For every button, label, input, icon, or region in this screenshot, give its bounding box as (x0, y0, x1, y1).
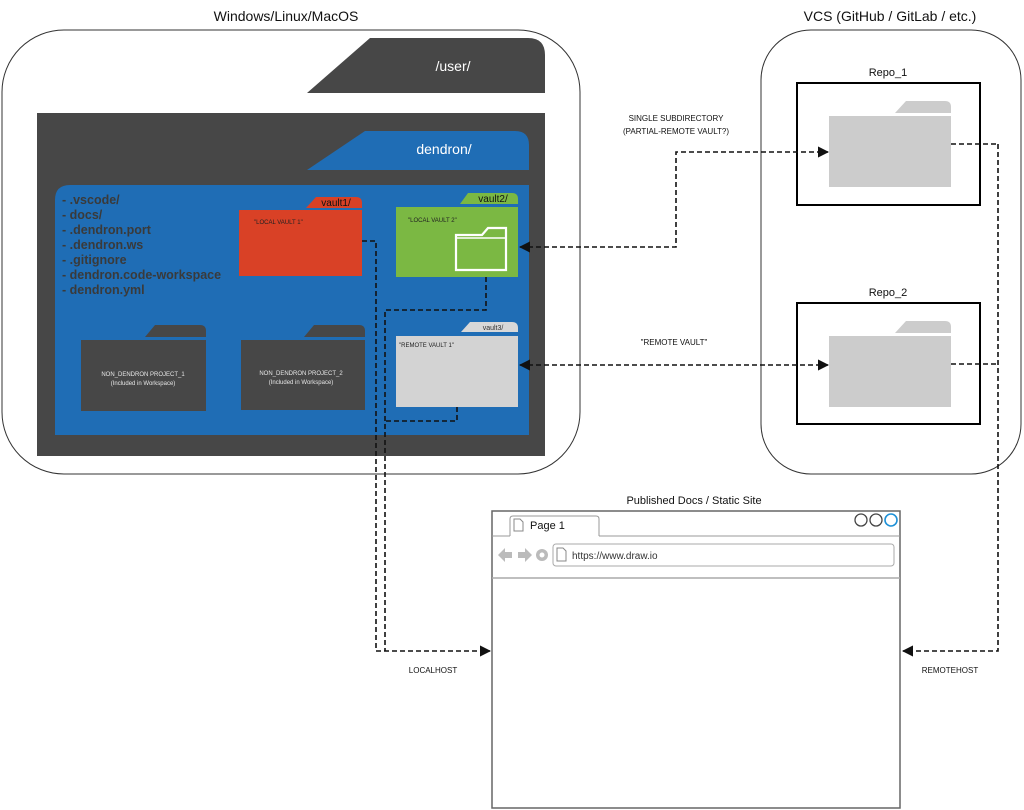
vault3-tab (461, 322, 518, 332)
file-item: - .gitignore (62, 253, 127, 267)
vault1-tab (306, 197, 362, 208)
vault3-body (396, 336, 518, 407)
vault1-tab-label: vault1/ (321, 198, 351, 209)
remote-vault-label: "REMOTE VAULT" (641, 338, 708, 347)
back-arrow-icon[interactable] (498, 548, 512, 562)
vault2-label: "LOCAL VAULT 2" (408, 218, 457, 224)
vault3-local-connector (385, 407, 458, 422)
remotehost-connector (901, 144, 999, 657)
repo2-folder-icon (829, 321, 951, 407)
vault2-folder: vault2/ "LOCAL VAULT 2" (396, 193, 518, 277)
file-item: - .dendron.ws (62, 238, 143, 252)
repo1-folder-icon (829, 101, 951, 187)
file-item: - dendron.yml (62, 283, 145, 297)
partial-remote-label: (PARTIAL-REMOTE VAULT?) (623, 127, 729, 136)
user-folder-tab (307, 38, 545, 93)
vault3-folder: vault3/ "REMOTE VAULT 1" (396, 322, 518, 407)
page-icon (513, 518, 524, 532)
window-control-icon[interactable] (884, 513, 898, 527)
vault2-tab-label: vault2/ (478, 194, 508, 205)
url-text: https://www.draw.io (572, 551, 658, 562)
vault2-local-connector (384, 277, 487, 651)
window-control-icon[interactable] (869, 513, 883, 527)
file-item: - dendron.code-workspace (62, 268, 221, 282)
vcs-container: VCS (GitHub / GitLab / etc.) Repo_1 Repo… (760, 8, 1022, 475)
vault3-tab-label: vault3/ (483, 325, 504, 332)
url-bar[interactable] (552, 543, 895, 567)
page-icon (556, 547, 567, 562)
repo2-title: Repo_2 (869, 287, 908, 299)
forward-arrow-icon[interactable] (518, 548, 532, 562)
browser-tab[interactable] (509, 515, 600, 536)
tab-label: Page 1 (530, 520, 565, 532)
single-subdirectory-label: SINGLE SUBDIRECTORY (629, 114, 725, 123)
vault3-label: "REMOTE VAULT 1" (399, 343, 454, 349)
file-item: - docs/ (62, 208, 103, 222)
file-item: - .dendron.port (62, 223, 152, 237)
vcs-title: VCS (GitHub / GitLab / etc.) (804, 8, 977, 24)
os-title: Windows/Linux/MacOS (214, 8, 359, 24)
project1-sub: (Included in Workspace) (111, 381, 176, 387)
workspace-file-list: - .vscode/ - docs/ - .dendron.port - .de… (62, 193, 221, 297)
site-title: Published Docs / Static Site (626, 495, 761, 507)
project1-title: NON_DENDRON PROJECT_1 (101, 372, 185, 378)
vault1-folder: vault1/ "LOCAL VAULT 1" (239, 197, 362, 276)
static-site-browser: Published Docs / Static Site Page 1 http… (491, 495, 901, 809)
dendron-folder-label: dendron/ (416, 141, 471, 157)
folder-icon (454, 226, 508, 272)
project2-folder: NON_DENDRON PROJECT_2 (Included in Works… (241, 325, 365, 410)
localhost-label: LOCALHOST (409, 666, 458, 675)
project1-folder: NON_DENDRON PROJECT_1 (Included in Works… (81, 325, 206, 411)
window-control-icon[interactable] (854, 513, 868, 527)
vault1-label: "LOCAL VAULT 1" (254, 220, 303, 226)
remotehost-label: REMOTEHOST (922, 666, 979, 675)
vault1-body (239, 210, 362, 276)
repo1-title: Repo_1 (869, 67, 908, 79)
os-container: Windows/Linux/MacOS /user/ dendron/ - .v… (1, 8, 581, 475)
vault2-repo1-connector (518, 146, 830, 253)
localhost-connector (362, 240, 492, 657)
vault2-tab (460, 193, 518, 204)
file-item: - .vscode/ (62, 193, 120, 207)
dendron-folder-tab (307, 131, 529, 170)
project2-title: NON_DENDRON PROJECT_2 (259, 371, 343, 377)
project2-sub: (Included in Workspace) (269, 380, 334, 386)
user-folder-label: /user/ (435, 58, 470, 74)
